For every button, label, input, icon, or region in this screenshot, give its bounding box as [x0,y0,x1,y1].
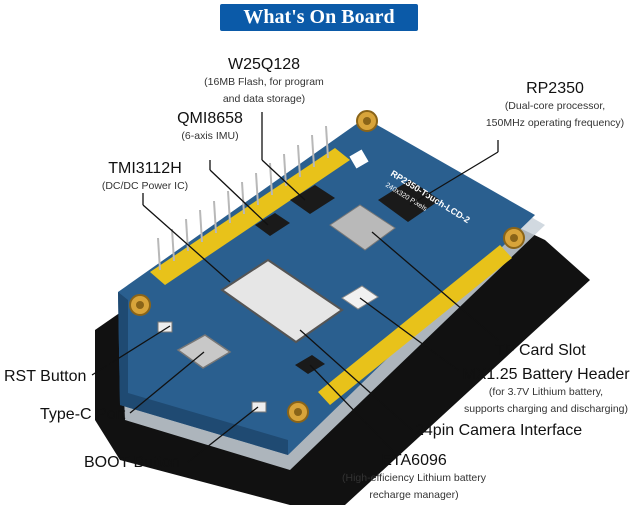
boot-name: BOOT Button [84,454,180,471]
battery-name: MX1.25 Battery Header [462,366,630,383]
boot-button-part [251,401,267,413]
camera-connector [220,258,344,344]
qmi8658-desc-1: (6-axis IMU) [181,130,239,142]
w25q128-open-paren: ( [204,76,208,88]
banner-title: What's On Board [243,6,395,28]
eta6096-desc-2: recharge manager) [369,489,459,501]
label-tmi3112h: TMI3112H (DC/DC Power IC) [95,160,195,195]
label-typec: Type-C Port [40,406,125,424]
rp2350-desc-1: (Dual-core processor, [504,100,606,112]
label-boot: BOOT Button [84,454,180,472]
rp2350-name: RP2350 [526,80,584,97]
typec-port [176,334,232,369]
label-battery: MX1.25 Battery Header (for 3.7V Lithium … [452,366,640,418]
typec-name: Type-C Port [40,406,126,423]
rp2350-chip [378,180,440,222]
rst-button-part [157,321,173,333]
label-tf-card: TF Card Slot [495,342,586,360]
label-camera: 24pin Camera Interface [415,422,582,440]
brand-logo [349,149,369,169]
eta6096-chip [295,355,325,374]
battery-desc-2: supports charging and discharging) [463,403,629,415]
flash-chip [290,185,335,214]
tf-card-name: TF Card Slot [495,342,586,359]
title-banner: What's On Board [220,4,418,31]
label-qmi8658: QMI8658 (6-axis IMU) [160,110,260,145]
tf-card-slot [329,204,396,251]
label-rp2350: RP2350 (Dual-core processor, 150MHz oper… [470,80,640,132]
imu-chip [255,213,290,236]
battery-desc-1: (for 3.7V Lithium battery, [488,386,604,398]
qmi8658-name: QMI8658 [177,110,243,127]
eta6096-desc-1: (High-efficiency Lithium battery [342,472,486,484]
tmi3112h-desc-1: (DC/DC Power IC) [101,180,189,192]
label-w25q128: W25Q128 (16MB Flash, for program and dat… [190,56,338,108]
label-eta6096: ETA6096 (High-efficiency Lithium battery… [328,452,500,504]
w25q128-name: W25Q128 [227,56,301,73]
tmi3112h-name: TMI3112H [108,160,182,177]
mounting-screws [129,110,525,423]
leader-lines [91,112,499,463]
pin-header-right [318,245,512,405]
label-rst: RST Button [4,368,86,386]
rp2350-desc-2: 150MHz operating frequency) [485,117,625,129]
rst-name: RST Button [4,368,87,385]
eta6096-name: ETA6096 [381,452,447,469]
w25q128-desc-2: and data storage) [222,93,306,105]
w25q128-desc-1: 16MB Flash, for program [207,76,324,88]
camera-name: 24pin Camera Interface [415,422,583,439]
pin-header-left [150,125,350,285]
battery-header [341,285,379,310]
